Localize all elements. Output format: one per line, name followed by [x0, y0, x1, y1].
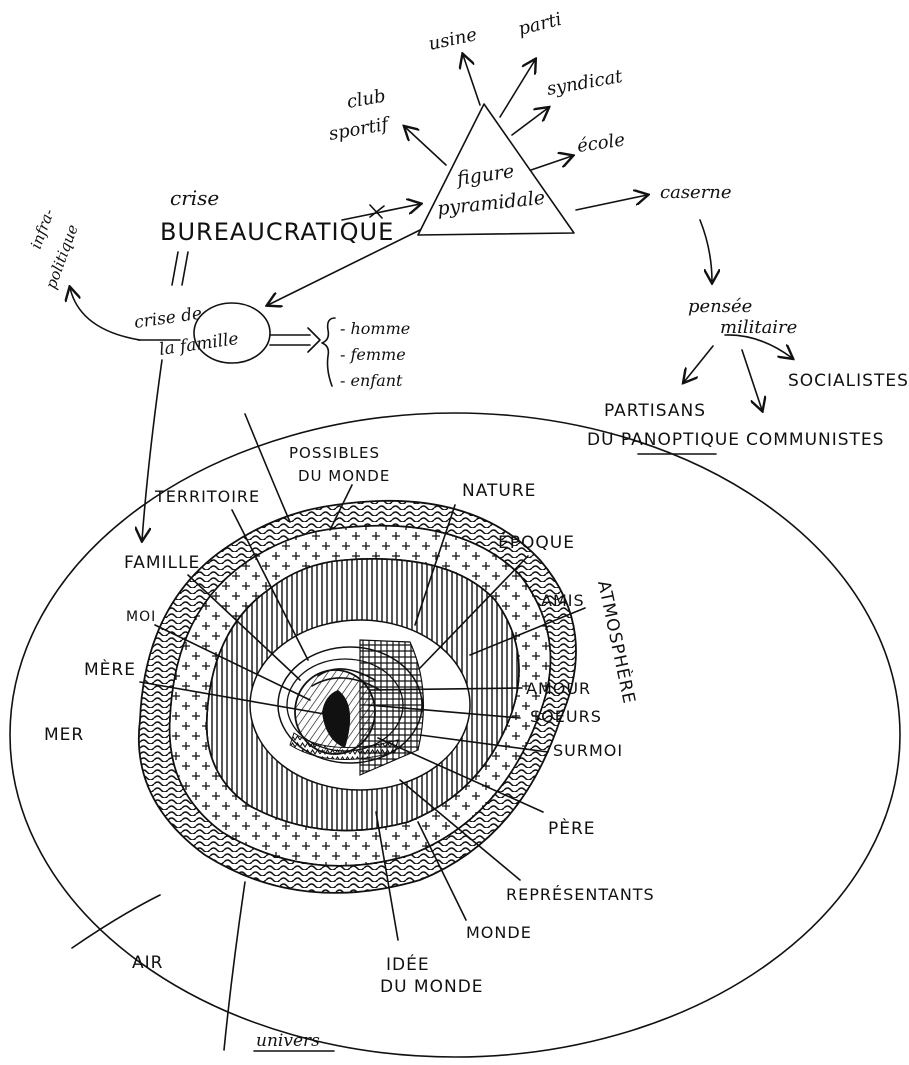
label-communistes: COMMUNISTES: [746, 430, 884, 450]
universe-circle: [9, 412, 901, 1058]
label-caserne: caserne: [660, 182, 732, 203]
pyramid-figure: figure pyramidale: [417, 103, 575, 236]
label-militaire: militaire: [720, 317, 797, 338]
label-usine: usine: [427, 24, 479, 55]
label-crise: crise: [170, 186, 219, 210]
label-air: AIR: [132, 953, 163, 973]
label-amis: AMIS: [541, 591, 585, 610]
label-atmosphere: ATMOSPHÈRE: [593, 578, 641, 706]
label-nature: NATURE: [462, 481, 536, 501]
label-possibles-2: DU MONDE: [298, 467, 390, 485]
label-partisans-1: PARTISANS: [604, 401, 706, 421]
leader-lines: [139, 484, 586, 941]
label-socialistes: SOCIALISTES: [788, 371, 909, 391]
label-mer: MER: [44, 725, 84, 745]
label-territoire: TERRITOIRE: [154, 487, 260, 506]
military-branch: pensée militaire SOCIALISTES PARTISANS D…: [587, 219, 909, 455]
label-idee-1: IDÉE: [386, 953, 430, 975]
label-femme: - femme: [340, 345, 406, 364]
equals-sign: [171, 251, 189, 286]
label-club-1: club: [345, 85, 387, 112]
family-to-circle-arrow: [142, 359, 163, 540]
pyramid-arrows: [268, 55, 647, 305]
family-crisis-node: crise de la famille - homme - femme - en…: [133, 302, 410, 390]
label-infra-1: infra-: [27, 206, 58, 251]
label-pere: PÈRE: [548, 817, 596, 839]
label-partisans-2: DU PANOPTIQUE: [587, 430, 740, 450]
label-pensee: pensée: [688, 296, 752, 317]
pyramid-label-2: pyramidale: [436, 187, 546, 220]
label-club-2: sportif: [327, 113, 393, 145]
label-mere: MÈRE: [84, 658, 136, 680]
label-surmoi: SURMOI: [553, 741, 623, 760]
label-possibles-1: POSSIBLES: [289, 444, 380, 462]
label-homme: - homme: [340, 319, 410, 338]
infra-arrow: [70, 288, 141, 341]
label-bureaucratique: BUREAUCRATIQUE: [160, 218, 394, 246]
label-family-crisis-1: crise de: [133, 304, 203, 333]
label-enfant: - enfant: [340, 371, 403, 390]
label-moi: MOI: [126, 609, 156, 625]
label-ecole: école: [576, 129, 626, 156]
label-amour: AMOUR: [526, 679, 591, 698]
core-mere: [322, 690, 351, 748]
label-soeurs: SOEURS: [530, 707, 602, 726]
label-representants: REPRÉSENTANTS: [506, 885, 655, 904]
label-famille: FAMILLE: [124, 553, 200, 573]
label-family-crisis-2: la famille: [158, 329, 240, 360]
label-epoque: ÉPOQUE: [498, 531, 575, 553]
label-syndicat: syndicat: [545, 66, 625, 100]
pyramid-label-1: figure: [454, 160, 516, 190]
label-univers: univers: [256, 1031, 320, 1051]
label-parti: parti: [516, 9, 564, 40]
label-idee-2: DU MONDE: [380, 977, 484, 997]
label-monde: MONDE: [466, 923, 532, 942]
